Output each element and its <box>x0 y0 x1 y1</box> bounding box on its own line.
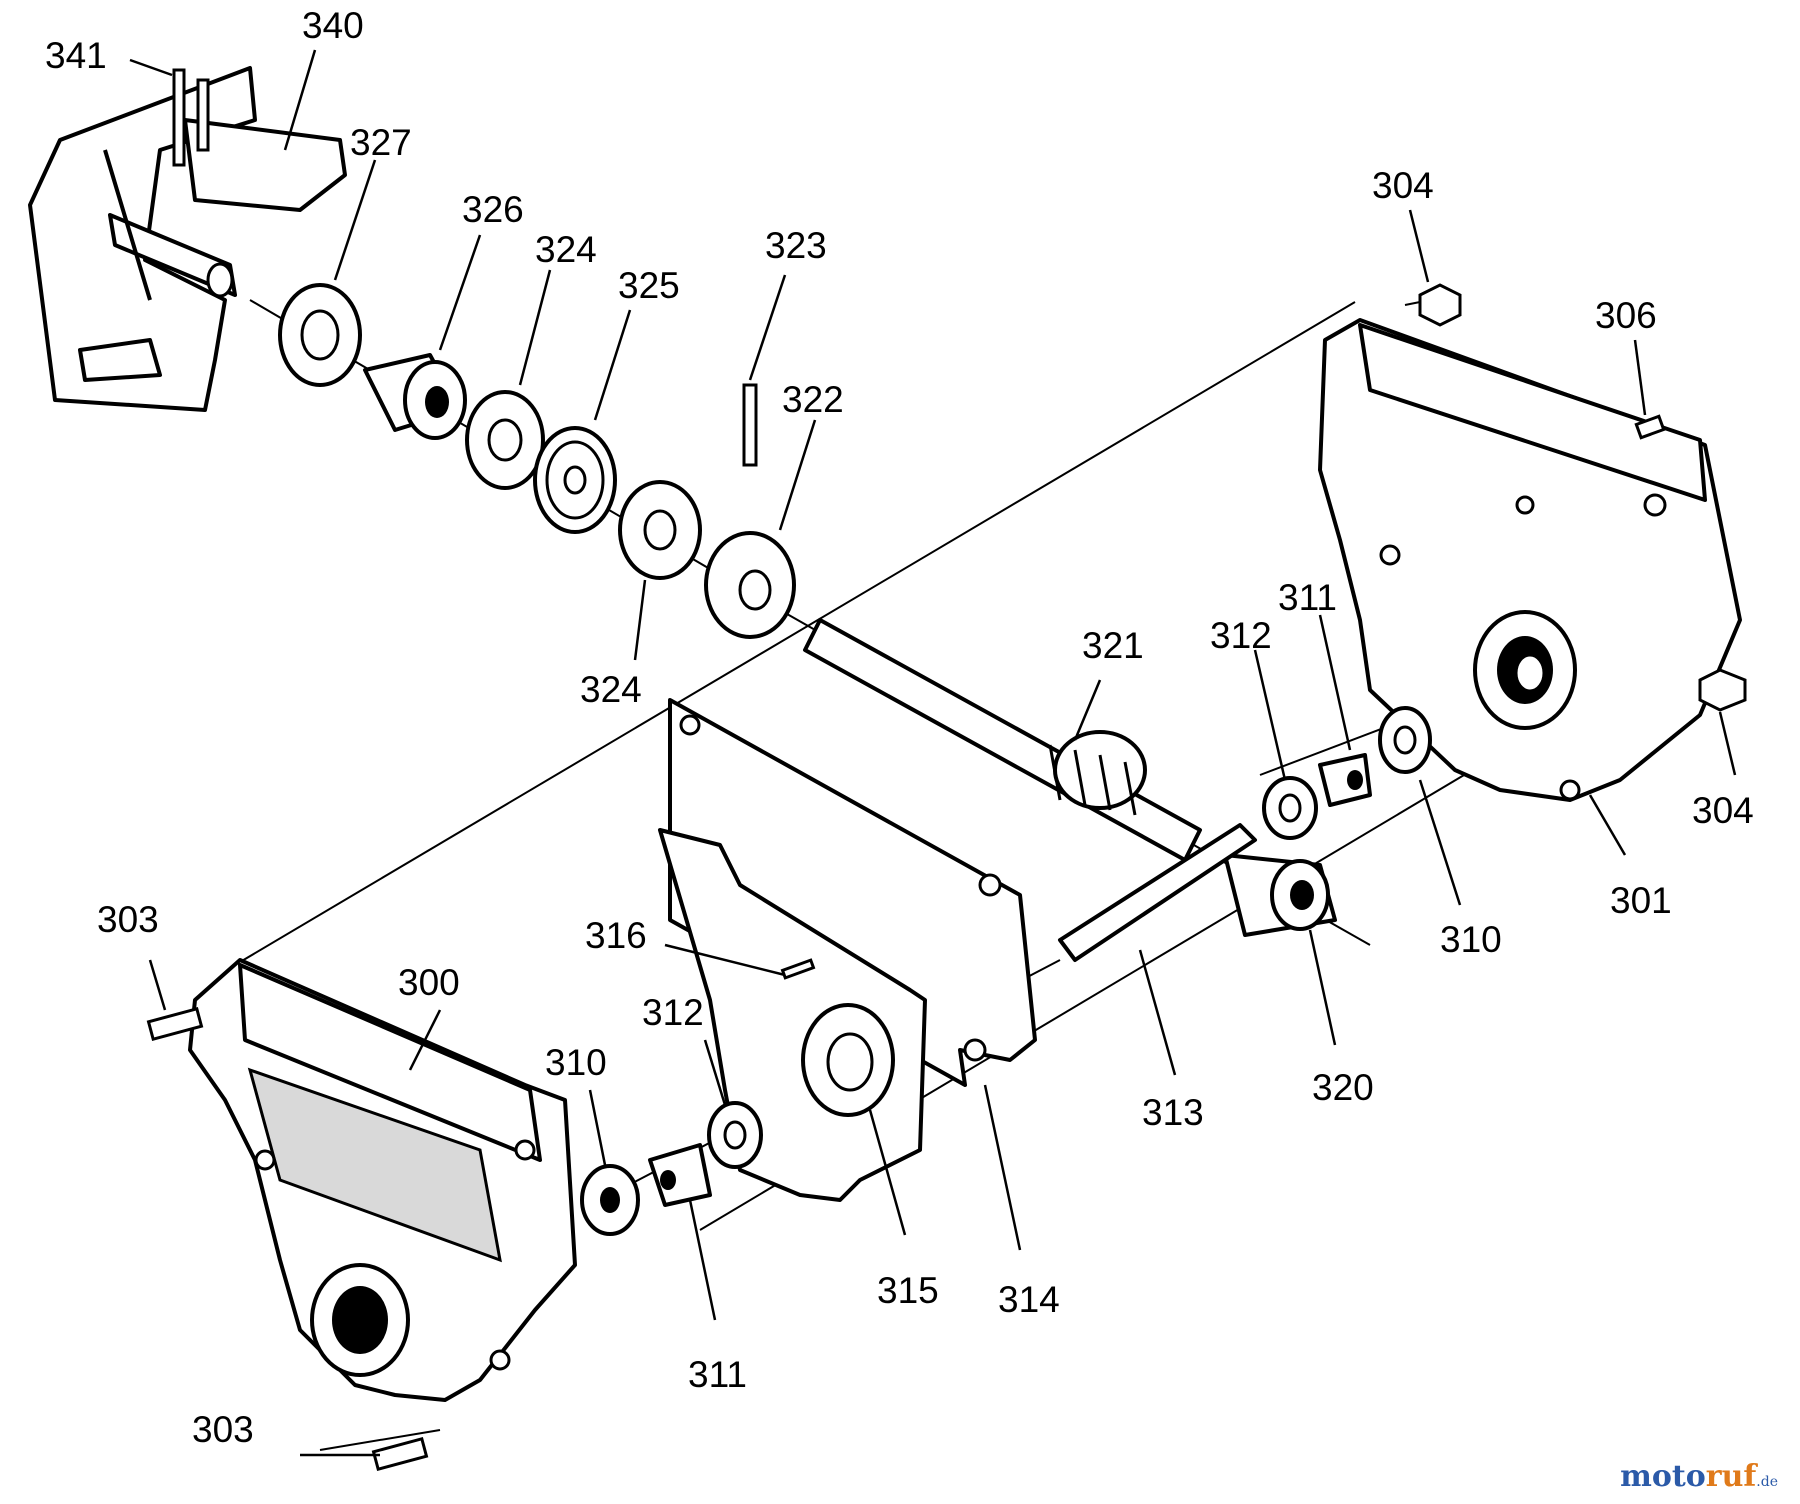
upper-shaft-components <box>278 283 796 639</box>
callout-313: 313 <box>1142 1092 1204 1133</box>
callout-labels: 341 340 327 326 324 325 323 322 324 304 … <box>45 5 1754 1450</box>
chute-bracket-340 <box>28 66 347 412</box>
left-housing-300 <box>146 958 577 1472</box>
callout-325: 325 <box>618 265 680 306</box>
callout-324-lower: 324 <box>580 669 642 710</box>
callout-327: 327 <box>350 122 412 163</box>
callout-303-upper: 303 <box>97 899 159 940</box>
callout-304-right: 304 <box>1692 790 1754 831</box>
callout-306: 306 <box>1595 295 1657 336</box>
callout-322: 322 <box>782 379 844 420</box>
leader-lines <box>129 49 1737 1457</box>
callout-326: 326 <box>462 189 524 230</box>
watermark-part-2: ruf <box>1705 1459 1757 1494</box>
callout-301: 301 <box>1610 880 1672 921</box>
callout-323: 323 <box>765 225 827 266</box>
callout-341: 341 <box>45 35 107 76</box>
callout-320: 320 <box>1312 1067 1374 1108</box>
callout-310-right: 310 <box>1440 919 1502 960</box>
callout-311-left: 311 <box>688 1354 747 1395</box>
watermark-part-1: moto <box>1620 1459 1706 1494</box>
right-housing-301 <box>1318 283 1747 802</box>
left-shaft-components <box>580 1101 763 1236</box>
right-shaft-components <box>1058 706 1432 962</box>
watermark-part-3: .de <box>1756 1474 1778 1490</box>
callout-321: 321 <box>1082 625 1144 666</box>
gear-315 <box>780 958 895 1117</box>
watermark-logo: motoruf.de <box>1620 1459 1778 1494</box>
callout-324-upper: 324 <box>535 229 597 270</box>
callout-304-top: 304 <box>1372 165 1434 206</box>
callout-312-left: 312 <box>642 992 704 1033</box>
callout-310-left: 310 <box>545 1042 607 1083</box>
callout-300: 300 <box>398 962 460 1003</box>
callout-315: 315 <box>877 1270 939 1311</box>
callout-303-lower: 303 <box>192 1409 254 1450</box>
callout-312-right: 312 <box>1210 615 1272 656</box>
callout-340: 340 <box>302 5 364 46</box>
callout-316: 316 <box>585 915 647 956</box>
callout-311-right: 311 <box>1278 577 1337 618</box>
callout-314: 314 <box>998 1279 1060 1320</box>
